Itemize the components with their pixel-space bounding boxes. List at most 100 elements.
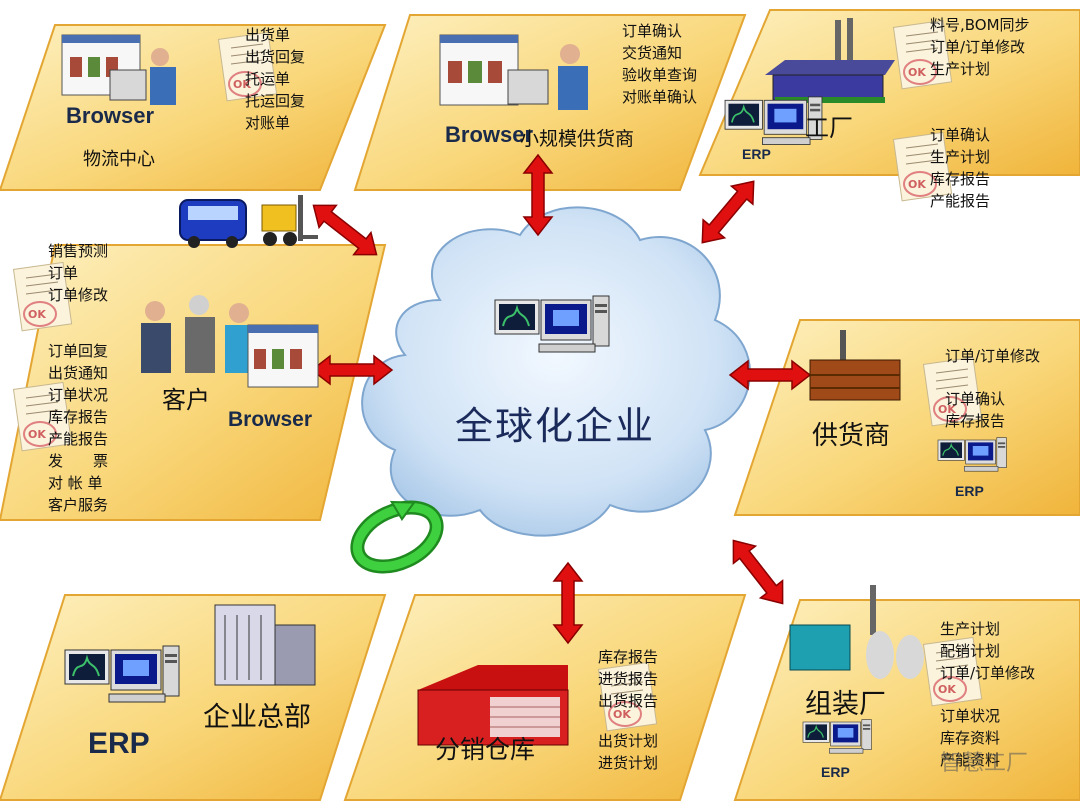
watermark: 智慧工厂 bbox=[940, 751, 1029, 776]
center-title: 全球化企业 bbox=[455, 404, 656, 448]
list-item: 生产计划 bbox=[930, 148, 991, 166]
list-item: 订单修改 bbox=[48, 286, 109, 304]
warehouse-items-bottom: 出货计划 进货计划 bbox=[598, 730, 658, 774]
list-item: 订单/订单修改 bbox=[930, 38, 1026, 56]
list-item: 出货计划 bbox=[598, 732, 659, 750]
list-item: 交货通知 bbox=[622, 44, 683, 62]
factory-icon bbox=[809, 330, 901, 401]
bus-icon bbox=[179, 199, 247, 248]
list-item: 料号,BOM同步 bbox=[930, 16, 1030, 34]
node-name-warehouse: 分销仓库 bbox=[435, 735, 536, 764]
warehouse-items-top: 库存报告 进货报告 出货报告 bbox=[598, 646, 658, 712]
browser-label: Browser bbox=[66, 103, 155, 128]
node-name-hq: 企业总部 bbox=[203, 702, 311, 733]
list-item: 对账单确认 bbox=[622, 88, 698, 106]
list-item: 库存报告 bbox=[48, 408, 109, 426]
browser-window-icon bbox=[247, 324, 319, 388]
list-item: 对 帐 单 bbox=[48, 474, 103, 492]
list-item: 订单确认 bbox=[622, 22, 683, 40]
list-item: 出货回复 bbox=[245, 48, 306, 66]
list-item: 出货报告 bbox=[598, 692, 659, 710]
erp-label: ERP bbox=[742, 146, 771, 162]
list-item: 订单状况 bbox=[940, 707, 1001, 725]
list-item: 订单状况 bbox=[48, 386, 109, 404]
business-people-icon bbox=[141, 295, 253, 373]
small-supplier-items: 订单确认 交货通知 验收单查询 对账单确认 bbox=[622, 20, 697, 108]
double-arrow-icon bbox=[729, 360, 811, 390]
browser-window-icon bbox=[439, 34, 519, 106]
factory-icon bbox=[789, 585, 924, 679]
ok-stamp-label: OK bbox=[613, 708, 631, 721]
list-item: 产能报告 bbox=[930, 192, 991, 210]
assembly-items-bottom: 订单状况 库存资料 产能资料 bbox=[940, 705, 1000, 771]
supplier-items-top: 订单/订单修改 bbox=[945, 345, 1040, 367]
list-item: 出货通知 bbox=[48, 364, 109, 382]
customer-items-bottom: 订单回复 出货通知 订单状况 库存报告 产能报告 发 票 对 帐 单 客户服务 bbox=[48, 340, 108, 516]
logistics-items: 出货单 出货回复 托运单 托运回复 对账单 bbox=[245, 24, 305, 134]
ok-stamp-label: OK bbox=[938, 403, 956, 416]
erp-label: ERP bbox=[821, 764, 850, 780]
list-item: 进货报告 bbox=[598, 670, 659, 688]
list-item: 订单确认 bbox=[945, 390, 1006, 408]
node-name-logistics: 物流中心 bbox=[83, 149, 155, 170]
list-item: 库存报告 bbox=[598, 648, 659, 666]
cloud-icon bbox=[361, 206, 751, 537]
list-item: 订单/订单修改 bbox=[945, 347, 1041, 365]
node-name-supplier: 供货商 bbox=[812, 421, 891, 451]
list-item: 库存资料 bbox=[940, 729, 1001, 747]
double-arrow-icon bbox=[523, 154, 553, 236]
list-item: 产能资料 bbox=[940, 751, 1001, 769]
list-item: 销售预测 bbox=[48, 242, 109, 260]
forklift-icon bbox=[261, 195, 318, 246]
ok-stamp-label: OK bbox=[233, 78, 251, 91]
browser-label: Browser bbox=[445, 122, 534, 147]
customer-items-top: 销售预测 订单 订单修改 bbox=[48, 240, 108, 306]
panel-logistics bbox=[0, 24, 387, 191]
assembly-items-top: 生产计划 配销计划 订单/订单修改 bbox=[940, 618, 1035, 684]
erp-label: ERP bbox=[88, 727, 150, 760]
node-name-factory: 工厂 bbox=[805, 114, 853, 142]
list-item: 出货单 bbox=[245, 26, 291, 44]
office-building-icon bbox=[214, 604, 316, 686]
list-item: 生产计划 bbox=[930, 60, 991, 78]
node-name-assembly: 组装厂 bbox=[805, 689, 886, 720]
node-name-customer: 客户 bbox=[162, 386, 210, 414]
list-item: 进货计划 bbox=[598, 754, 659, 772]
list-item: 托运单 bbox=[245, 70, 291, 88]
list-item: 验收单查询 bbox=[622, 66, 698, 84]
cycle-arrow-icon bbox=[350, 500, 444, 574]
node-name-small-supplier: 小规模供货商 bbox=[520, 128, 635, 150]
ok-stamp-label: OK bbox=[908, 178, 926, 191]
factory-items-bottom: 订单确认 生产计划 库存报告 产能报告 bbox=[930, 124, 990, 212]
list-item: 库存报告 bbox=[930, 170, 991, 188]
erp-label: ERP bbox=[955, 483, 984, 499]
list-item: 订单/订单修改 bbox=[940, 664, 1036, 682]
supplier-items-bottom: 订单确认 库存报告 bbox=[945, 388, 1005, 432]
ok-stamp-label: OK bbox=[908, 66, 926, 79]
panel-customer bbox=[0, 244, 387, 521]
list-item: 对账单 bbox=[245, 114, 291, 132]
list-item: 托运回复 bbox=[245, 92, 306, 110]
list-item: 订单 bbox=[48, 264, 79, 282]
warehouse-icon bbox=[417, 665, 569, 746]
person-at-computer-icon bbox=[507, 44, 588, 110]
browser-label: Browser bbox=[228, 408, 313, 431]
list-item: 订单确认 bbox=[930, 126, 991, 144]
ok-stamp-label: OK bbox=[938, 683, 956, 696]
double-arrow-icon bbox=[690, 171, 766, 253]
list-item: 订单回复 bbox=[48, 342, 109, 360]
list-item: 生产计划 bbox=[940, 620, 1001, 638]
person-at-computer-icon bbox=[109, 48, 176, 105]
factory-icon bbox=[765, 18, 895, 103]
list-item: 库存报告 bbox=[945, 412, 1006, 430]
list-item: 产能报告 bbox=[48, 430, 109, 448]
factory-items-top: 料号,BOM同步 订单/订单修改 生产计划 bbox=[930, 14, 1030, 80]
ok-stamp-label: OK bbox=[28, 308, 46, 321]
list-item: 发 票 bbox=[48, 452, 109, 470]
panel-hq bbox=[0, 594, 387, 801]
list-item: 配销计划 bbox=[940, 642, 1001, 660]
ok-stamp-label: OK bbox=[28, 428, 46, 441]
list-item: 客户服务 bbox=[48, 496, 109, 514]
